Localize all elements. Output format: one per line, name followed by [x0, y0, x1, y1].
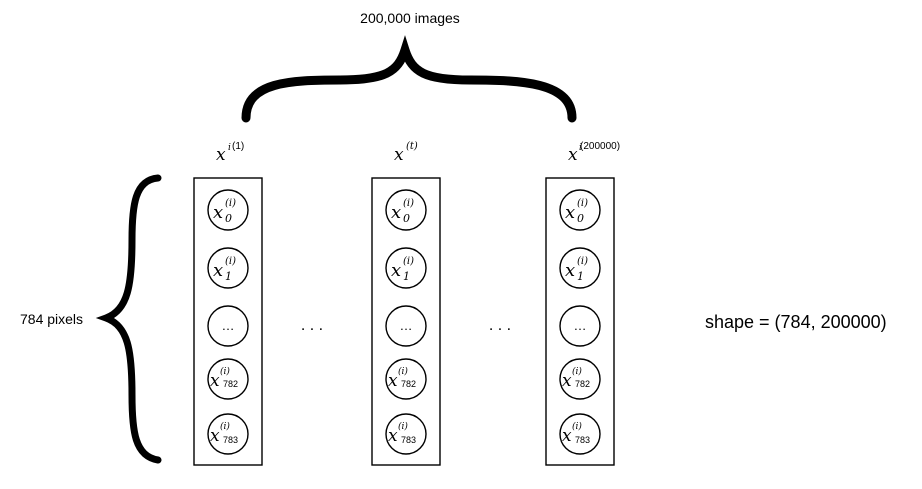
column-2-cell-ellipsis: … — [385, 305, 427, 347]
column-2-cell-0-base: x — [391, 202, 401, 223]
column-3-cell-0-sub: 0 — [577, 212, 584, 225]
column-1-cell-1-circle — [207, 247, 249, 289]
column-2-cell-ellipsis-circle — [385, 305, 427, 347]
column-1-cell-1-base: x — [213, 260, 223, 281]
column-2-cell-0-circle — [385, 189, 427, 231]
column-1-cell-0: x (i) 0 — [207, 189, 249, 231]
top-curly-brace — [241, 35, 577, 123]
column-1-vector-box — [193, 177, 263, 466]
column-3-header-sup-i: i — [579, 143, 582, 153]
column-1-cell-1-sup: (i) — [225, 256, 236, 267]
column-1-cell-782-base: x — [210, 371, 220, 391]
column-2-cell-783-sup: (i) — [398, 421, 408, 432]
column-1-header-sup-i: i — [228, 143, 231, 153]
column-3-cell-1: x (i) 1 — [559, 247, 601, 289]
column-1-cell-783-circle — [207, 413, 249, 455]
column-3-cell-782-base: x — [562, 371, 572, 391]
column-2-cell-783-circle — [385, 413, 427, 455]
column-3-cell-0-sup: (i) — [577, 198, 588, 209]
column-1-cell-1: x (i) 1 — [207, 247, 249, 289]
shape-label: shape = (784, 200000) — [705, 312, 887, 332]
column-1-cell-0-circle — [207, 189, 249, 231]
column-3-cell-0-base: x — [565, 202, 575, 223]
column-2-cell-783: x (i) 783 — [385, 413, 427, 455]
column-3-cell-ellipsis-text: … — [574, 318, 587, 333]
column-3-cell-1-circle — [559, 247, 601, 289]
column-2-cell-782-sup: (i) — [398, 366, 408, 377]
column-2-vector-box — [371, 177, 441, 466]
column-1: x i (1) x (i) 0 x (i) 1 … x (i) 782 x — [193, 141, 263, 466]
column-1-cell-ellipsis-circle — [207, 305, 249, 347]
column-3: x i (200000) x (i) 0 x (i) 1 … x (i) 782 — [545, 141, 620, 466]
column-1-cell-783-sup: (i) — [220, 421, 230, 432]
column-2-cell-1-sub: 1 — [403, 270, 410, 283]
column-2-header-base: x — [394, 145, 404, 165]
column-1-cell-0-base: x — [213, 202, 223, 223]
column-2-cell-782-base: x — [388, 371, 398, 391]
column-3-cell-ellipsis: … — [559, 305, 601, 347]
column-1-cell-782-circle — [207, 358, 249, 400]
column-2-cell-1-base: x — [391, 260, 401, 281]
column-1-cell-782-sup: (i) — [220, 366, 230, 377]
column-3-cell-783-sup: (i) — [572, 421, 582, 432]
column-2-cell-783-base: x — [388, 426, 398, 446]
column-1-header-sup: (1) — [232, 141, 244, 152]
column-2-cell-1: x (i) 1 — [385, 247, 427, 289]
column-2-cell-782-circle — [385, 358, 427, 400]
column-3-cell-1-sub: 1 — [577, 270, 584, 283]
column-3-cell-783-base: x — [562, 426, 572, 446]
column-1-cell-782-sub: 782 — [223, 379, 238, 389]
column-3-cell-783: x (i) 783 — [559, 413, 601, 455]
column-2-cell-0-sup: (i) — [403, 198, 414, 209]
column-2-cell-0: x (i) 0 — [385, 189, 427, 231]
column-1-cell-ellipsis: … — [207, 305, 249, 347]
column-1-cell-ellipsis-text: … — [222, 318, 235, 333]
images-count-label: 200,000 images — [360, 10, 460, 26]
ellipsis-between-2: . . . — [489, 317, 511, 334]
column-2-cell-1-sup: (i) — [403, 256, 414, 267]
column-1-cell-783-base: x — [210, 426, 220, 446]
column-3-header-base: x — [568, 145, 578, 165]
column-2-header-sup: (t) — [406, 141, 418, 152]
column-3-cell-1-base: x — [565, 260, 575, 281]
column-1-header-base: x — [216, 145, 226, 165]
column-3-cell-782: x (i) 782 — [559, 358, 601, 400]
column-1-cell-1-sub: 1 — [225, 270, 232, 283]
column-3-vector-box — [545, 177, 615, 466]
column-3-cell-1-sup: (i) — [577, 256, 588, 267]
column-3-cell-782-sup: (i) — [572, 366, 582, 377]
column-1-cell-782: x (i) 782 — [207, 358, 249, 400]
column-3-cell-0: x (i) 0 — [559, 189, 601, 231]
column-3-cell-782-sub: 782 — [575, 379, 590, 389]
left-curly-brace — [95, 174, 162, 464]
column-3-cell-ellipsis-circle — [559, 305, 601, 347]
column-3-cell-0-circle — [559, 189, 601, 231]
pixels-count-label: 784 pixels — [20, 311, 83, 327]
column-2-cell-782-sub: 782 — [401, 379, 416, 389]
ellipsis-between-1: . . . — [301, 317, 323, 334]
column-3-cell-783-sub: 783 — [575, 435, 590, 445]
column-1-cell-0-sup: (i) — [225, 198, 236, 209]
column-2-cell-ellipsis-text: … — [400, 318, 413, 333]
column-3-cell-783-circle — [559, 413, 601, 455]
column-3-header-sup: (200000) — [580, 141, 620, 152]
column-1-cell-0-sub: 0 — [225, 212, 232, 225]
column-2-cell-782: x (i) 782 — [385, 358, 427, 400]
column-2: x (t) x (i) 0 x (i) 1 … x (i) 782 x (i — [371, 141, 441, 466]
column-2-cell-0-sub: 0 — [403, 212, 410, 225]
column-3-cell-782-circle — [559, 358, 601, 400]
column-2-cell-1-circle — [385, 247, 427, 289]
column-1-cell-783-sub: 783 — [223, 435, 238, 445]
column-2-cell-783-sub: 783 — [401, 435, 416, 445]
column-1-cell-783: x (i) 783 — [207, 413, 249, 455]
